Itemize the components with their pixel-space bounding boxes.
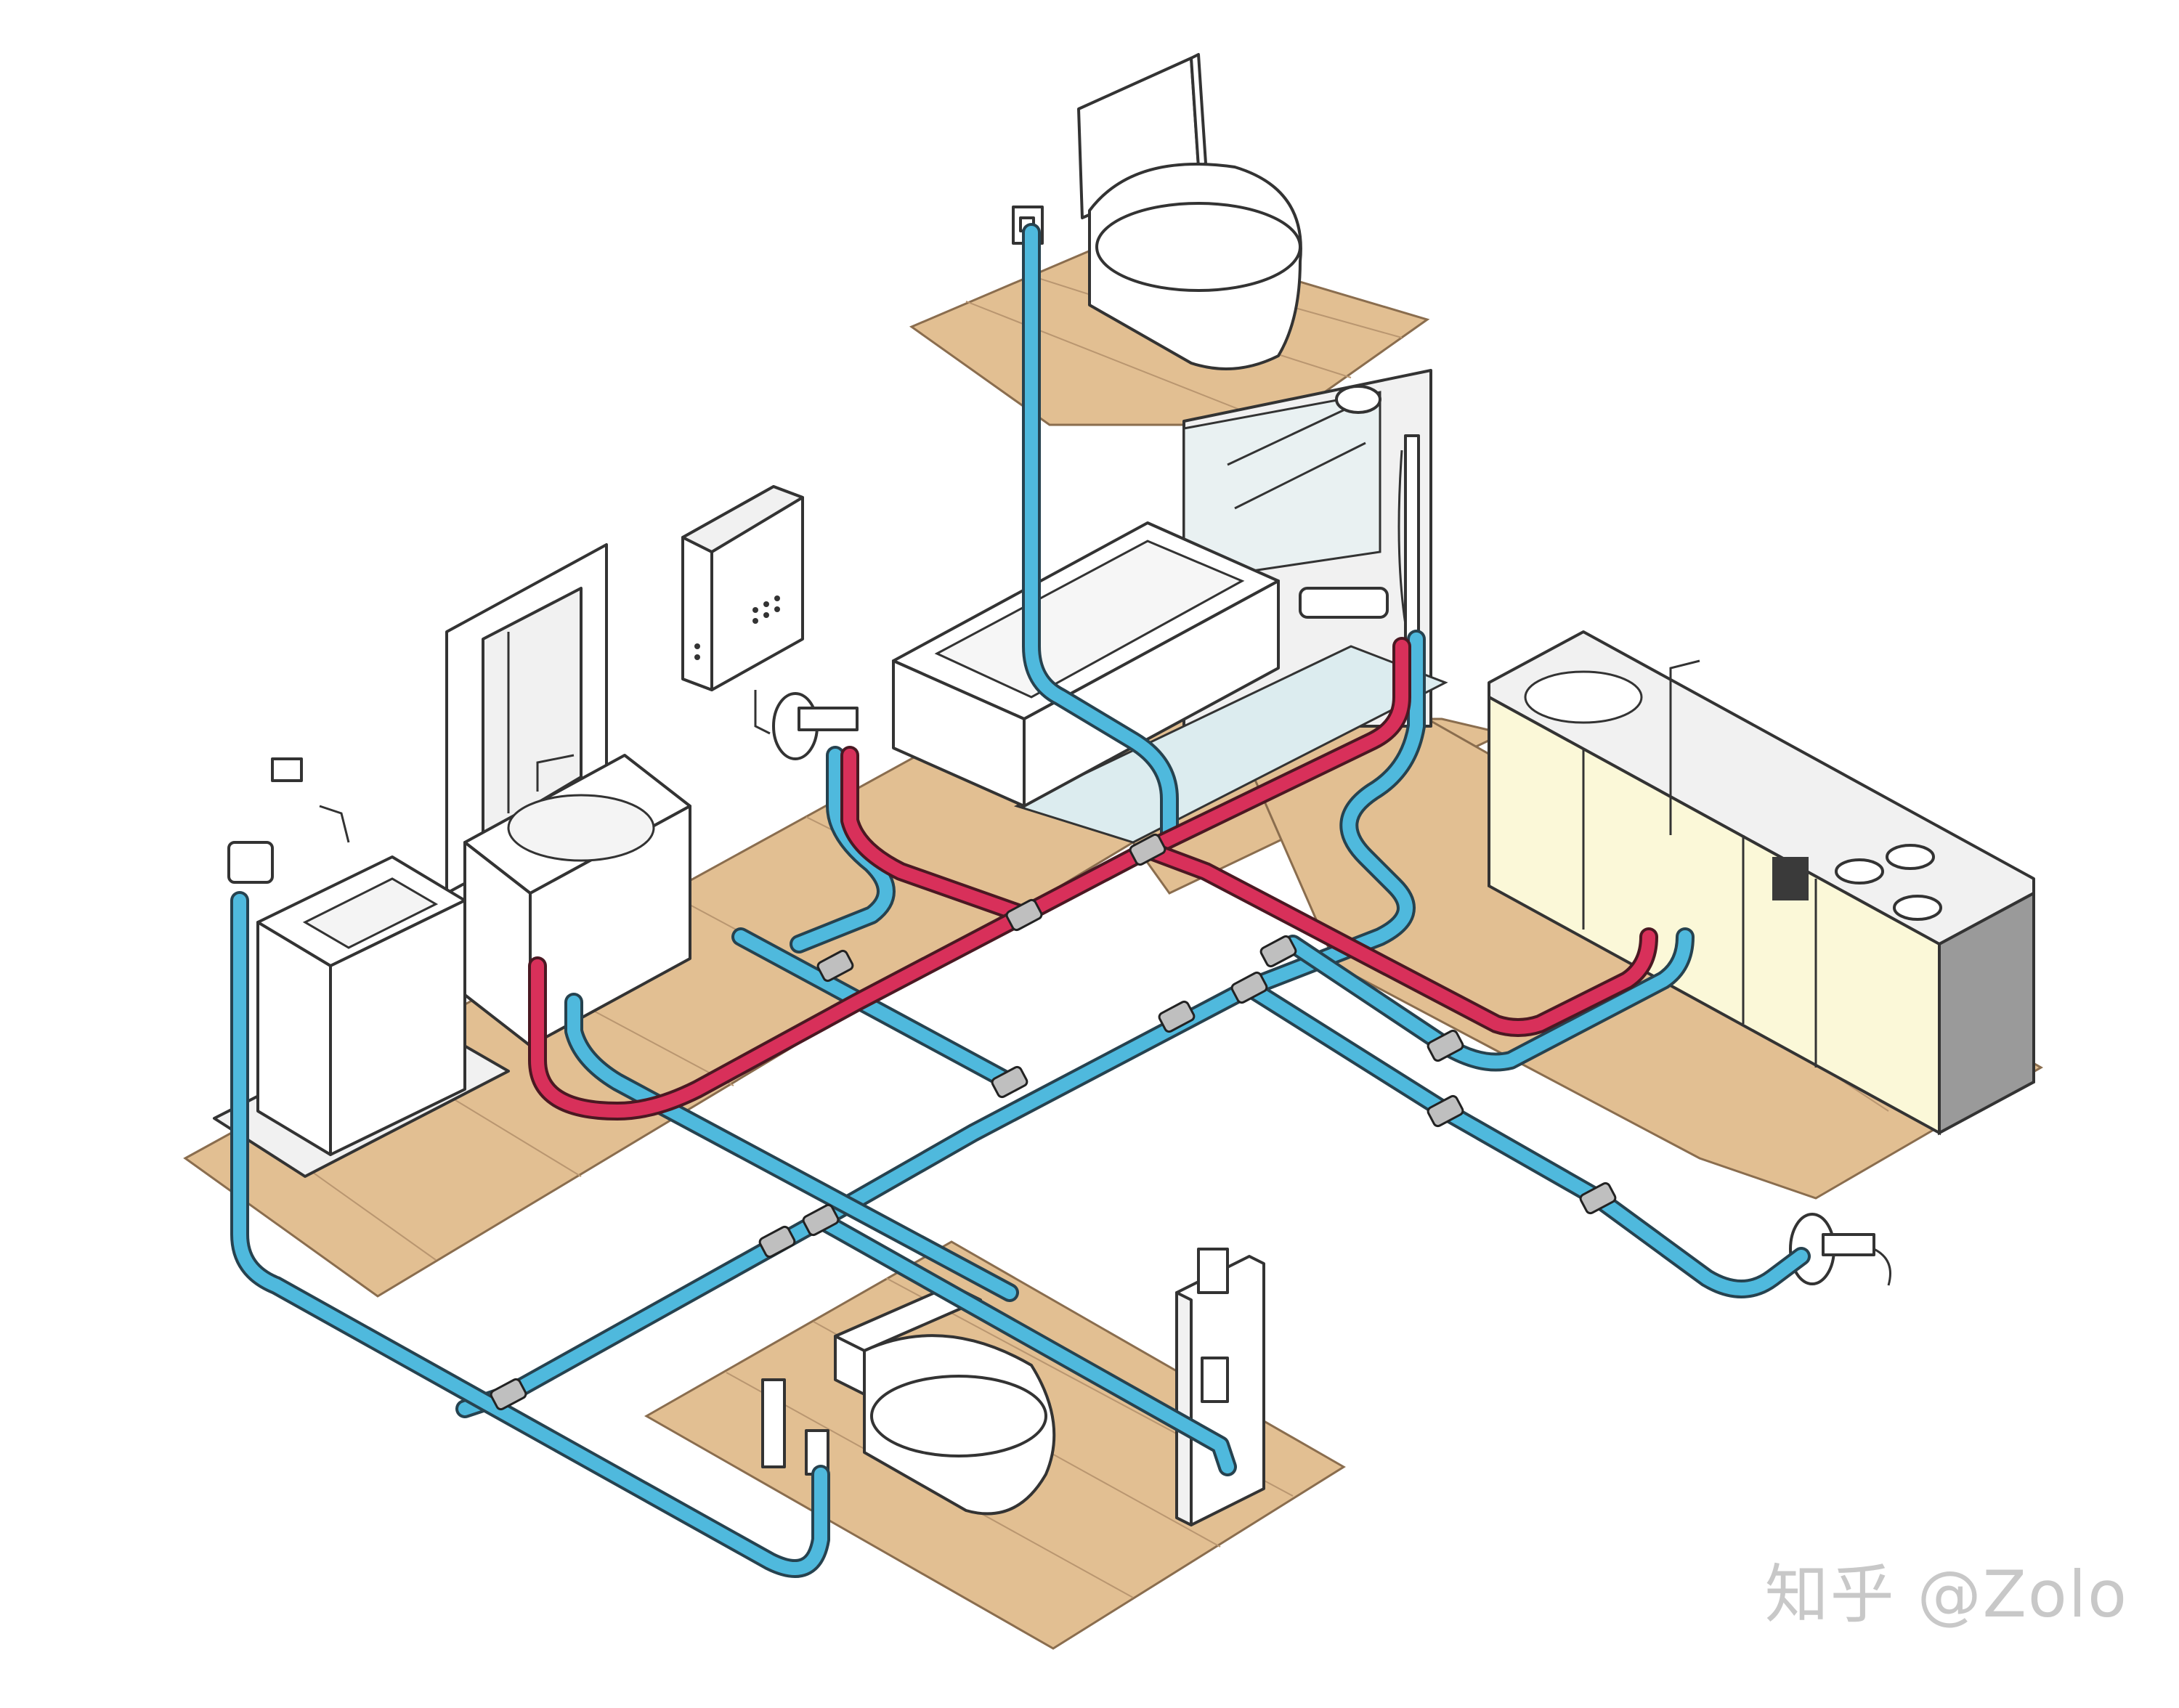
washing-machine-icon bbox=[213, 757, 510, 1178]
pipe-fitting-icon bbox=[802, 1203, 840, 1237]
cold-water-pipe bbox=[1025, 226, 1176, 842]
cold-water-pipe bbox=[1286, 930, 1692, 1069]
watermark: 知乎 @Zolo bbox=[1764, 1557, 2128, 1632]
cold-water-pipe bbox=[814, 1213, 1234, 1473]
cold-water-pipe bbox=[1243, 981, 1808, 1296]
hot-water-pipe bbox=[843, 749, 1031, 922]
pipe-fitting-icon bbox=[816, 949, 854, 983]
pipe-fitting-icon bbox=[490, 1378, 527, 1411]
pipe-fitting-icon bbox=[1005, 898, 1043, 932]
pipe-fitting-icon bbox=[1230, 971, 1268, 1004]
lower-toilet-icon bbox=[761, 1284, 1056, 1516]
hot-water-pipe bbox=[1141, 843, 1655, 1034]
pipe-fitting-icon bbox=[1427, 1029, 1464, 1062]
washer-faucet-icon bbox=[227, 757, 350, 884]
pipe-fitting-icon bbox=[1259, 935, 1297, 968]
upper-toilet-icon bbox=[1012, 53, 1302, 370]
water-heater-icon bbox=[681, 485, 859, 760]
cold-water-pipe bbox=[233, 894, 827, 1575]
bathroom bbox=[892, 369, 1448, 844]
bathtub-icon bbox=[892, 521, 1280, 808]
pipe-fitting-icon bbox=[1427, 1094, 1464, 1128]
cold-water-pipe bbox=[567, 996, 1016, 1299]
stop-valve-icon bbox=[761, 1378, 829, 1476]
hot-water-pipe bbox=[1141, 640, 1408, 856]
water-meter-icon bbox=[1175, 1248, 1265, 1526]
kitchen-counter-icon bbox=[1488, 630, 2035, 1136]
cold-water-pipe bbox=[1243, 633, 1423, 994]
pipe-fitting-icon bbox=[991, 1065, 1028, 1099]
cold-water-pipe bbox=[734, 930, 1016, 1089]
pipe-fitting-icon bbox=[1579, 1182, 1617, 1215]
hot-water-pipe bbox=[531, 843, 1154, 1118]
outdoor-faucet-icon bbox=[1789, 1213, 1891, 1286]
washbasin-vanity-icon bbox=[445, 543, 691, 1047]
pipe-fitting-icon bbox=[758, 1225, 796, 1258]
pipe-fitting-icon bbox=[1158, 1000, 1196, 1033]
pipe-fittings bbox=[490, 833, 1617, 1411]
pipe-fitting-icon bbox=[1129, 833, 1166, 866]
